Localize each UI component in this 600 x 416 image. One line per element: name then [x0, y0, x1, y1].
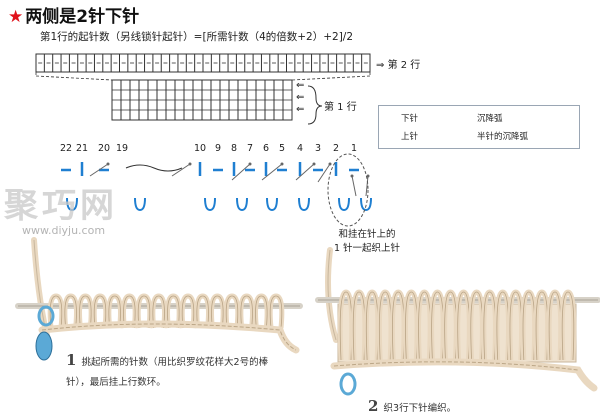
sinker-arc-symbol — [338, 197, 350, 212]
sinker-arc-symbol — [298, 197, 310, 212]
note-line: 1 针一起织上针 — [333, 243, 401, 254]
stitch-number: 4 — [296, 143, 304, 154]
stitch-number: 21 — [75, 143, 89, 154]
watermark-logo: 聚巧网 — [4, 186, 118, 226]
stitch-number: 22 — [59, 143, 73, 154]
step2-illustration — [315, 247, 600, 396]
sinker-arc-symbol — [66, 197, 78, 212]
stitch-number: 5 — [278, 143, 286, 154]
star-icon: ★ — [8, 7, 24, 27]
legend-purl: 上针 — [401, 132, 419, 142]
row2-label: ⇒ 第 2 行 — [376, 60, 421, 71]
cast-on-formula: 第1行的起针数（另线锁针起针）=[所需针数（4的倍数+2）+2]/2 — [40, 31, 354, 43]
stitch-number: 1 — [350, 143, 358, 154]
grid-connector-lines — [35, 72, 371, 81]
purl-together-note: 和挂在针上的 1 针一起织上针 — [312, 228, 422, 256]
highlight-oval — [327, 153, 369, 227]
page-title: ★两侧是2针下针 — [8, 2, 139, 27]
stitch-number: 20 — [97, 143, 111, 154]
direction-arrow — [317, 163, 331, 183]
stitch-number: 10 — [193, 143, 207, 154]
row1-arrows: ⇐ ⇐ ⇐ — [296, 80, 305, 115]
direction-arrow — [295, 163, 315, 181]
yarn-loop — [62, 293, 79, 329]
step1-illustration — [15, 237, 303, 361]
yarn-loop — [267, 293, 285, 329]
break-wave — [125, 164, 183, 172]
direction-arrow — [89, 163, 109, 177]
row1-label: 第 1 行 — [324, 102, 357, 113]
sinker-arc-symbol — [204, 197, 216, 212]
step1-caption: 1 挑起所需的针数（用比织罗纹花样大2号的棒针），最后挂上行数环。 — [66, 350, 286, 390]
row1-grid — [111, 79, 293, 121]
step1-text: 挑起所需的针数（用比织罗纹花样大2号的棒针），最后挂上行数环。 — [66, 357, 269, 388]
stitch-symbol-row — [61, 162, 372, 212]
stitch-number: 19 — [115, 143, 129, 154]
stitch-number: 6 — [262, 143, 270, 154]
legend-box: 下针 沉降弧 上针 半针的沉降弧 — [378, 105, 580, 149]
stitch-number: 2 — [332, 143, 340, 154]
stitch-marker-icon — [35, 331, 53, 361]
sinker-arc-symbol — [266, 197, 278, 212]
sinker-arc-symbol — [236, 197, 248, 212]
step2-caption: 2 织3行下针编织。 — [368, 396, 568, 416]
yarn-loop — [238, 293, 255, 329]
stitch-number: 7 — [246, 143, 254, 154]
row1-bracket — [307, 85, 323, 125]
yarn-loop — [253, 293, 270, 329]
direction-arrow — [261, 163, 283, 181]
row2-grid — [35, 53, 371, 73]
stitch-number: 3 — [314, 143, 322, 154]
direction-arrow — [365, 175, 369, 197]
step1-number: 1 — [66, 351, 77, 369]
stitch-marker-icon-2 — [339, 372, 357, 396]
legend-sinker: 沉降弧 — [477, 114, 503, 124]
sinker-arc-symbol — [134, 197, 146, 212]
direction-arrow — [171, 163, 191, 177]
sinker-arc-symbol — [360, 197, 372, 212]
direction-arrow — [351, 175, 357, 197]
legend-knit: 下针 — [401, 114, 419, 124]
step2-number: 2 — [368, 397, 379, 415]
stitch-number: 9 — [214, 143, 222, 154]
watermark-url: www.diyju.com — [22, 224, 106, 237]
step2-text: 织3行下针编织。 — [383, 403, 457, 414]
legend-half-sinker: 半针的沉降弧 — [477, 132, 529, 142]
direction-arrow — [231, 163, 251, 181]
stitch-number: 8 — [230, 143, 238, 154]
title-text: 两侧是2针下针 — [25, 7, 140, 27]
note-line: 和挂在针上的 — [338, 229, 396, 240]
